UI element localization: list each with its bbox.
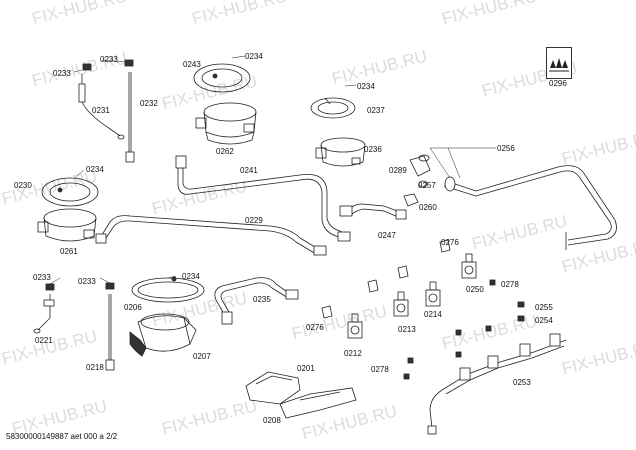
fitting-0289 xyxy=(409,154,431,177)
part-label: 0241 xyxy=(240,166,258,175)
part-label: 0232 xyxy=(140,99,158,108)
part-label: 0234 xyxy=(86,165,104,174)
nut-0260 xyxy=(403,193,419,207)
part-label: 0201 xyxy=(297,364,315,373)
part-label: 0230 xyxy=(14,181,32,190)
screws xyxy=(403,279,525,380)
part-label: 0233 xyxy=(53,69,71,78)
part-label: 0276 xyxy=(306,323,324,332)
part-label: 0234 xyxy=(357,82,375,91)
spark-plug-0221 xyxy=(33,283,55,334)
part-label: 0256 xyxy=(497,144,515,153)
thermocouple-0218 xyxy=(105,282,115,371)
burner-body-0207 xyxy=(129,313,197,357)
burner-ring-0206 xyxy=(131,276,205,303)
part-label: 0233 xyxy=(78,277,96,286)
leader-lines xyxy=(49,55,496,285)
part-label: 0233 xyxy=(100,55,118,64)
spark-plug-0231 xyxy=(78,63,125,140)
part-label: 0221 xyxy=(35,336,53,345)
part-label: 0254 xyxy=(535,316,553,325)
cover-0208 xyxy=(279,387,357,419)
gas-pipe-0229 xyxy=(95,215,327,256)
part-label: 0262 xyxy=(216,147,234,156)
burner-body-0236 xyxy=(315,137,366,167)
part-label: 0234 xyxy=(245,52,263,61)
thermocouple-0232 xyxy=(124,59,135,163)
valve-0212 xyxy=(347,313,363,339)
part-label: 0278 xyxy=(501,280,519,289)
part-label: 0233 xyxy=(33,273,51,282)
flame-icon xyxy=(549,58,569,72)
part-label: 0250 xyxy=(466,285,484,294)
part-label: 0212 xyxy=(344,349,362,358)
valve-0250 xyxy=(461,253,477,279)
part-label: 0296 xyxy=(549,79,567,88)
burner-body-0262 xyxy=(195,102,257,145)
gas-pipe-0247 xyxy=(339,203,407,220)
ignition-harness-0253 xyxy=(427,333,567,435)
part-label: 0289 xyxy=(389,166,407,175)
part-label: 0218 xyxy=(86,363,104,372)
burner-body-0261 xyxy=(37,208,97,242)
cover-0201 xyxy=(245,371,301,405)
burner-cap-0237 xyxy=(310,97,356,119)
gas-pipe-0235 xyxy=(214,277,299,325)
document-footer: 58300000149887 aet 000 a 2/2 xyxy=(6,432,118,441)
part-label: 0247 xyxy=(378,231,396,240)
part-label: 0206 xyxy=(124,303,142,312)
part-label: 0278 xyxy=(371,365,389,374)
part-label: 0214 xyxy=(424,310,442,319)
part-label: 0231 xyxy=(92,106,110,115)
injector-0276b xyxy=(367,239,451,293)
valve-0214 xyxy=(425,281,441,307)
washer-0257 xyxy=(418,180,428,188)
part-label: 0234 xyxy=(182,272,200,281)
part-label: 0276 xyxy=(441,238,459,247)
part-label: 0213 xyxy=(398,325,416,334)
part-label: 0253 xyxy=(513,378,531,387)
injector-0276 xyxy=(321,305,333,319)
part-label: 0255 xyxy=(535,303,553,312)
part-label: 0236 xyxy=(364,145,382,154)
part-label: 0261 xyxy=(60,247,78,256)
gas-pipe-0241 xyxy=(175,155,351,242)
burner-cap-0230 xyxy=(41,177,99,207)
gas-pipe-0256 xyxy=(443,165,617,250)
part-label: 0260 xyxy=(419,203,437,212)
part-label: 0229 xyxy=(245,216,263,225)
part-label: 0237 xyxy=(367,106,385,115)
valve-0213 xyxy=(393,291,409,317)
part-label: 0207 xyxy=(193,352,211,361)
info-symbol-box xyxy=(546,47,572,79)
part-label: 0257 xyxy=(418,181,436,190)
part-label: 0208 xyxy=(263,416,281,425)
part-label: 0243 xyxy=(183,60,201,69)
burner-cap-0243 xyxy=(193,63,251,93)
part-label: 0235 xyxy=(253,295,271,304)
